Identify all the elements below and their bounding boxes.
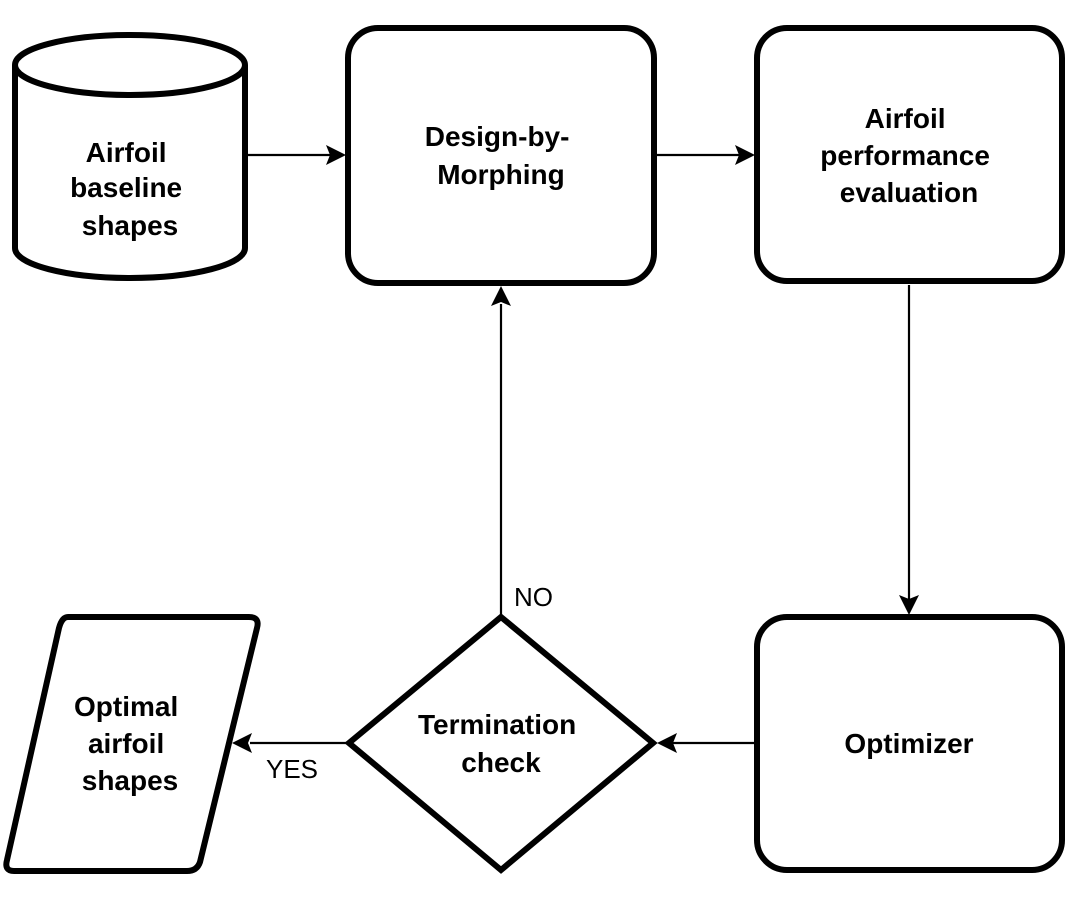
node-optimal-line-1: Optimal xyxy=(74,691,178,722)
node-morphing-shape xyxy=(345,25,657,286)
arrowhead-icon xyxy=(491,286,511,306)
node-termination-line-1: Termination xyxy=(418,709,576,740)
node-evaluation-label: Airfoil performance evaluation xyxy=(820,103,997,208)
edge-label-yes: YES xyxy=(266,754,318,784)
node-optimizer-line-1: Optimizer xyxy=(844,728,973,759)
node-evaluation-shape xyxy=(754,25,1065,284)
edge-morphing-to-evaluation xyxy=(657,145,755,165)
node-morphing-line-1: Design-by- xyxy=(425,121,570,152)
node-termination-line-2: check xyxy=(461,747,541,778)
node-optimal: Optimal airfoil shapes xyxy=(3,614,261,874)
node-optimal-label: Optimal airfoil shapes xyxy=(74,691,186,796)
edge-label-no: NO xyxy=(514,582,553,612)
edge-baseline-to-morphing xyxy=(248,145,346,165)
arrowhead-icon xyxy=(899,595,919,615)
node-morphing-line-2: Morphing xyxy=(437,159,565,190)
node-baseline-line-1: Airfoil xyxy=(86,137,167,168)
node-optimizer: Optimizer xyxy=(754,614,1065,873)
node-optimal-line-3: shapes xyxy=(82,765,179,796)
arrowhead-icon xyxy=(232,733,252,753)
node-termination-shape xyxy=(344,613,658,874)
node-evaluation-line-3: evaluation xyxy=(840,177,978,208)
edge-termination-to-optimal: YES xyxy=(232,733,346,784)
edge-optimizer-to-termination xyxy=(657,733,755,753)
node-evaluation: Airfoil performance evaluation xyxy=(754,25,1065,284)
edge-termination-to-morphing: NO xyxy=(491,286,553,614)
node-evaluation-line-2: performance xyxy=(820,140,990,171)
arrowhead-icon xyxy=(735,145,755,165)
node-termination: Termination check xyxy=(344,613,658,874)
node-baseline-line-2: baseline xyxy=(70,172,182,203)
node-baseline-top xyxy=(12,32,248,98)
node-evaluation-line-1: Airfoil xyxy=(865,103,946,134)
node-morphing-label: Design-by- Morphing xyxy=(425,121,577,190)
node-optimizer-label: Optimizer xyxy=(844,728,973,759)
node-termination-label: Termination check xyxy=(418,709,584,778)
node-optimizer-shape xyxy=(754,614,1065,873)
node-baseline-line-3: shapes xyxy=(82,210,179,241)
node-optimal-line-2: airfoil xyxy=(88,728,164,759)
arrowhead-icon xyxy=(657,733,677,753)
node-morphing: Design-by- Morphing xyxy=(345,25,657,286)
node-baseline-shape xyxy=(12,65,248,281)
node-baseline: Airfoil baseline shapes xyxy=(12,32,248,281)
edge-evaluation-to-optimizer xyxy=(899,285,919,615)
node-optimal-shape xyxy=(3,614,261,874)
arrowhead-icon xyxy=(326,145,346,165)
node-baseline-label: Airfoil baseline shapes xyxy=(70,137,190,241)
